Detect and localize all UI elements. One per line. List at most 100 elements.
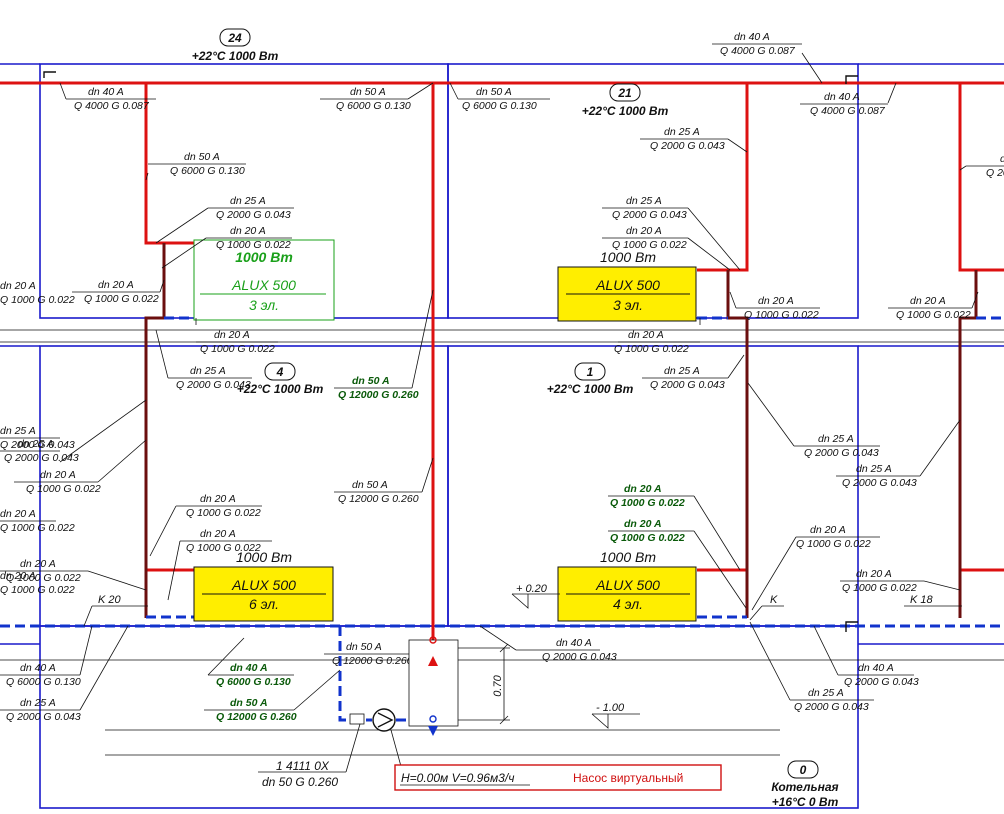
room-label: +22°C 1000 Вт	[237, 382, 324, 396]
pipe-label-a14[interactable]: dn 20 AQ 1000 G 0.022	[888, 291, 979, 321]
pipe-dn: dn 25 A	[20, 697, 56, 709]
pipe-flow: Q 6000 G 0.130	[170, 165, 245, 177]
riser-label-k[interactable]: K	[770, 594, 778, 606]
pipe-flow: Q 6000 G 0.130	[216, 676, 291, 688]
pipe-label-a17[interactable]: dn 25 AQ 2000 G 0.043	[642, 354, 745, 391]
pipe-label-a37[interactable]: dn 50 AQ 12000 G 0.260	[204, 669, 341, 723]
pipe-label-a13[interactable]: dn 20 AQ 1000 G 0.022	[729, 291, 820, 321]
pipe-flow: Q 1000 G 0.022	[796, 538, 871, 550]
level-mark-2[interactable]: - 1.00	[591, 702, 640, 729]
floor-lines	[0, 329, 1004, 756]
riser-label-k18[interactable]: K 18	[910, 594, 934, 606]
supply-branch-24[interactable]	[144, 83, 194, 245]
pipe-flow: Q 1000 G 0.022	[200, 343, 275, 355]
pipe-label-a31[interactable]: dn 20 AQ 1000 G 0.022	[608, 483, 741, 571]
pipe-flow: Q 1000 G 0.022	[186, 507, 261, 519]
pipe-dn: dn 20 A	[40, 469, 76, 481]
pipe-label-a38[interactable]: dn 40 AQ 2000 G 0.043	[479, 625, 617, 663]
pipe-label-a40[interactable]: dn 40 AQ 2000 G 0.043	[813, 625, 919, 688]
pipe-flow: Q 1000 G 0.022	[612, 239, 687, 251]
pipe-label-a2[interactable]: dn 50 AQ 6000 G 0.130	[320, 82, 434, 112]
pipe-label-a10[interactable]: dn 25 AQ 2000 G 0.043	[602, 195, 741, 271]
pipe-label-a8[interactable]: dn 25 AQ 2000 G 0.043	[155, 195, 294, 244]
pipe-label-a43[interactable]: dn 20 AQ 1000 G 0.022	[0, 280, 75, 306]
radiator-24[interactable]: ALUX 500 3 эл. 1000 Вт	[193, 239, 335, 321]
pipe-label-a24[interactable]: dn 20 AQ 1000 G 0.022	[167, 528, 272, 601]
pipe-dn: dn 20 A	[1000, 153, 1004, 165]
pipe-label-a41[interactable]: dn 25 AQ 2000 G 0.043	[749, 621, 874, 713]
pipe-label-a19[interactable]: dn 25 AQ 2000 G 0.043	[747, 382, 880, 459]
pipe-flow: Q 2000 G 0.043	[794, 701, 869, 713]
room-marker-0[interactable]: 0 Котельная +16°C 0 Вт	[771, 760, 839, 809]
pipe-label-a22[interactable]: dn 20 AQ 1000 G 0.022	[14, 439, 147, 495]
pipe-dn: dn 20 A	[0, 280, 36, 292]
pipe-label-a33[interactable]: dn 20 AQ 1000 G 0.022	[614, 318, 701, 355]
radiator-21[interactable]: ALUX 500 3 эл. 1000 Вт	[557, 249, 697, 322]
pipe-label-a36[interactable]: dn 40 AQ 6000 G 0.130	[0, 625, 93, 688]
pipe-label-a25[interactable]: dn 20 AQ 1000 G 0.022	[0, 508, 75, 534]
pipe-label-a11[interactable]: dn 20 AQ 1000 G 0.022	[602, 225, 731, 271]
room-marker-21[interactable]: 21 +22°C 1000 Вт	[582, 83, 669, 118]
pipe-label-a7[interactable]: dn 25 AQ 2000 G 0.043	[640, 126, 748, 153]
pipe-label-a21[interactable]: dn 50 AQ 12000 G 0.260	[334, 289, 434, 401]
pipe-flow: Q 12000 G 0.260	[332, 655, 413, 667]
pipe-flow: Q 2000 G 0.043	[542, 651, 617, 663]
pipe-flow: Q 6000 G 0.130	[462, 100, 537, 112]
radiator-4[interactable]: ALUX 500 6 эл. 1000 Вт	[193, 549, 334, 622]
pipe-label-a18[interactable]: dn 25 AQ 2000 G 0.043	[0, 399, 147, 464]
pipe-label-a23[interactable]: dn 20 AQ 1000 G 0.022	[149, 493, 262, 557]
pipe-label-a4[interactable]: dn 40 AQ 4000 G 0.087	[712, 31, 823, 84]
radiator-1[interactable]: ALUX 500 4 эл. 1000 Вт	[557, 549, 697, 622]
room-marker-1[interactable]: 1 +22°C 1000 Вт	[547, 362, 634, 396]
pipe-dn: dn 25 A	[856, 463, 892, 475]
svg-text:24: 24	[227, 31, 242, 45]
pipe-label-a28[interactable]: dn 20 AQ 1000 G 0.022	[840, 568, 961, 594]
return-arrow-icon	[428, 726, 438, 736]
pipe-label-a5[interactable]: dn 40 AQ 4000 G 0.087	[800, 82, 897, 117]
pipe-label-a6[interactable]: dn 50 AQ 6000 G 0.130	[145, 151, 246, 181]
pipe-label-a29[interactable]: dn 50 AQ 12000 G 0.260	[334, 457, 434, 505]
frame-room-0[interactable]	[39, 625, 859, 809]
pipe-label-a39[interactable]: dn 25 AQ 2000 G 0.043	[0, 625, 129, 723]
pipe-dn: dn 50 A	[346, 641, 382, 653]
room-label: Котельная	[771, 780, 838, 794]
pump-params: H=0.00м V=0.96м3/ч	[401, 771, 514, 785]
pipe-label-a16[interactable]: dn 25 AQ 2000 G 0.043	[155, 329, 252, 391]
pipe-dn: dn 25 A	[230, 195, 266, 207]
pipe-label-a35[interactable]: dn 40 AQ 6000 G 0.130	[207, 637, 294, 688]
pipe-flow: Q 2000 G 0.043	[650, 140, 725, 152]
riser-label-k20[interactable]: K 20	[98, 594, 122, 606]
pipe-dn: dn 25 A	[626, 195, 662, 207]
pipe-label-a1[interactable]: dn 40 AQ 4000 G 0.087	[59, 82, 156, 112]
level-mark-1[interactable]: + 0.20	[511, 583, 560, 609]
pipe-label-a30[interactable]: dn 25 AQ 2000 G 0.043	[0, 425, 75, 451]
pipe-dn: dn 20 A	[214, 329, 250, 341]
pipe-label-a15[interactable]: dn 20 A Q 1000 G 0.022	[195, 318, 278, 355]
pipe-dn: dn 40 A	[734, 31, 770, 43]
pipe-label-a20[interactable]: dn 25 AQ 2000 G 0.043	[836, 419, 961, 489]
radiator-model: ALUX 500	[595, 577, 660, 593]
room-marker-4[interactable]: 4 +22°C 1000 Вт	[237, 362, 324, 396]
pipe-dn: dn 50 A	[352, 375, 390, 387]
pipe-label-a26[interactable]: dn 20 AQ 1000 G 0.022	[0, 558, 147, 591]
svg-text:0.70: 0.70	[492, 674, 504, 696]
pipe-label-a3[interactable]: dn 50 AQ 6000 G 0.130	[449, 82, 550, 112]
pipe-label-a44[interactable]: dn 20 AQ 1000 G 0.022	[0, 570, 75, 596]
pipe-dn: dn 40 A	[858, 662, 894, 674]
pump[interactable]: 1 4111 0X dn 50 G 0.260	[258, 708, 403, 789]
pipe-label-a9[interactable]: dn 20 AQ 1000 G 0.022	[161, 225, 292, 269]
boiler-unit[interactable]	[408, 636, 459, 736]
pipe-label-a27[interactable]: dn 20 A Q 1000 G 0.022	[751, 524, 880, 611]
room-marker-24[interactable]: 24 +22°C 1000 Вт	[192, 28, 279, 63]
pipe-label-a32[interactable]: dn 20 AQ 1000 G 0.022	[608, 518, 747, 609]
pump-info-box[interactable]: H=0.00м V=0.96м3/ч Насос виртуальный	[394, 764, 722, 791]
return-branch-right[interactable]	[726, 270, 749, 618]
pipe-flow: Q 1000 G 0.022	[610, 532, 685, 544]
pipe-label-a12[interactable]: dn 20 AQ 1000 G 0.022	[72, 279, 165, 305]
pump-left-label-2: dn 50 G 0.260	[262, 775, 338, 789]
pipe-dn: dn 20 A	[810, 524, 846, 536]
pipe-label-a42[interactable]: dn 20 AQ 20	[959, 153, 1004, 179]
pipe-flow: Q 1000 G 0.022	[744, 309, 819, 321]
pipe-dn: dn 20 A	[0, 570, 36, 582]
supply-branch-21[interactable]	[697, 83, 749, 272]
